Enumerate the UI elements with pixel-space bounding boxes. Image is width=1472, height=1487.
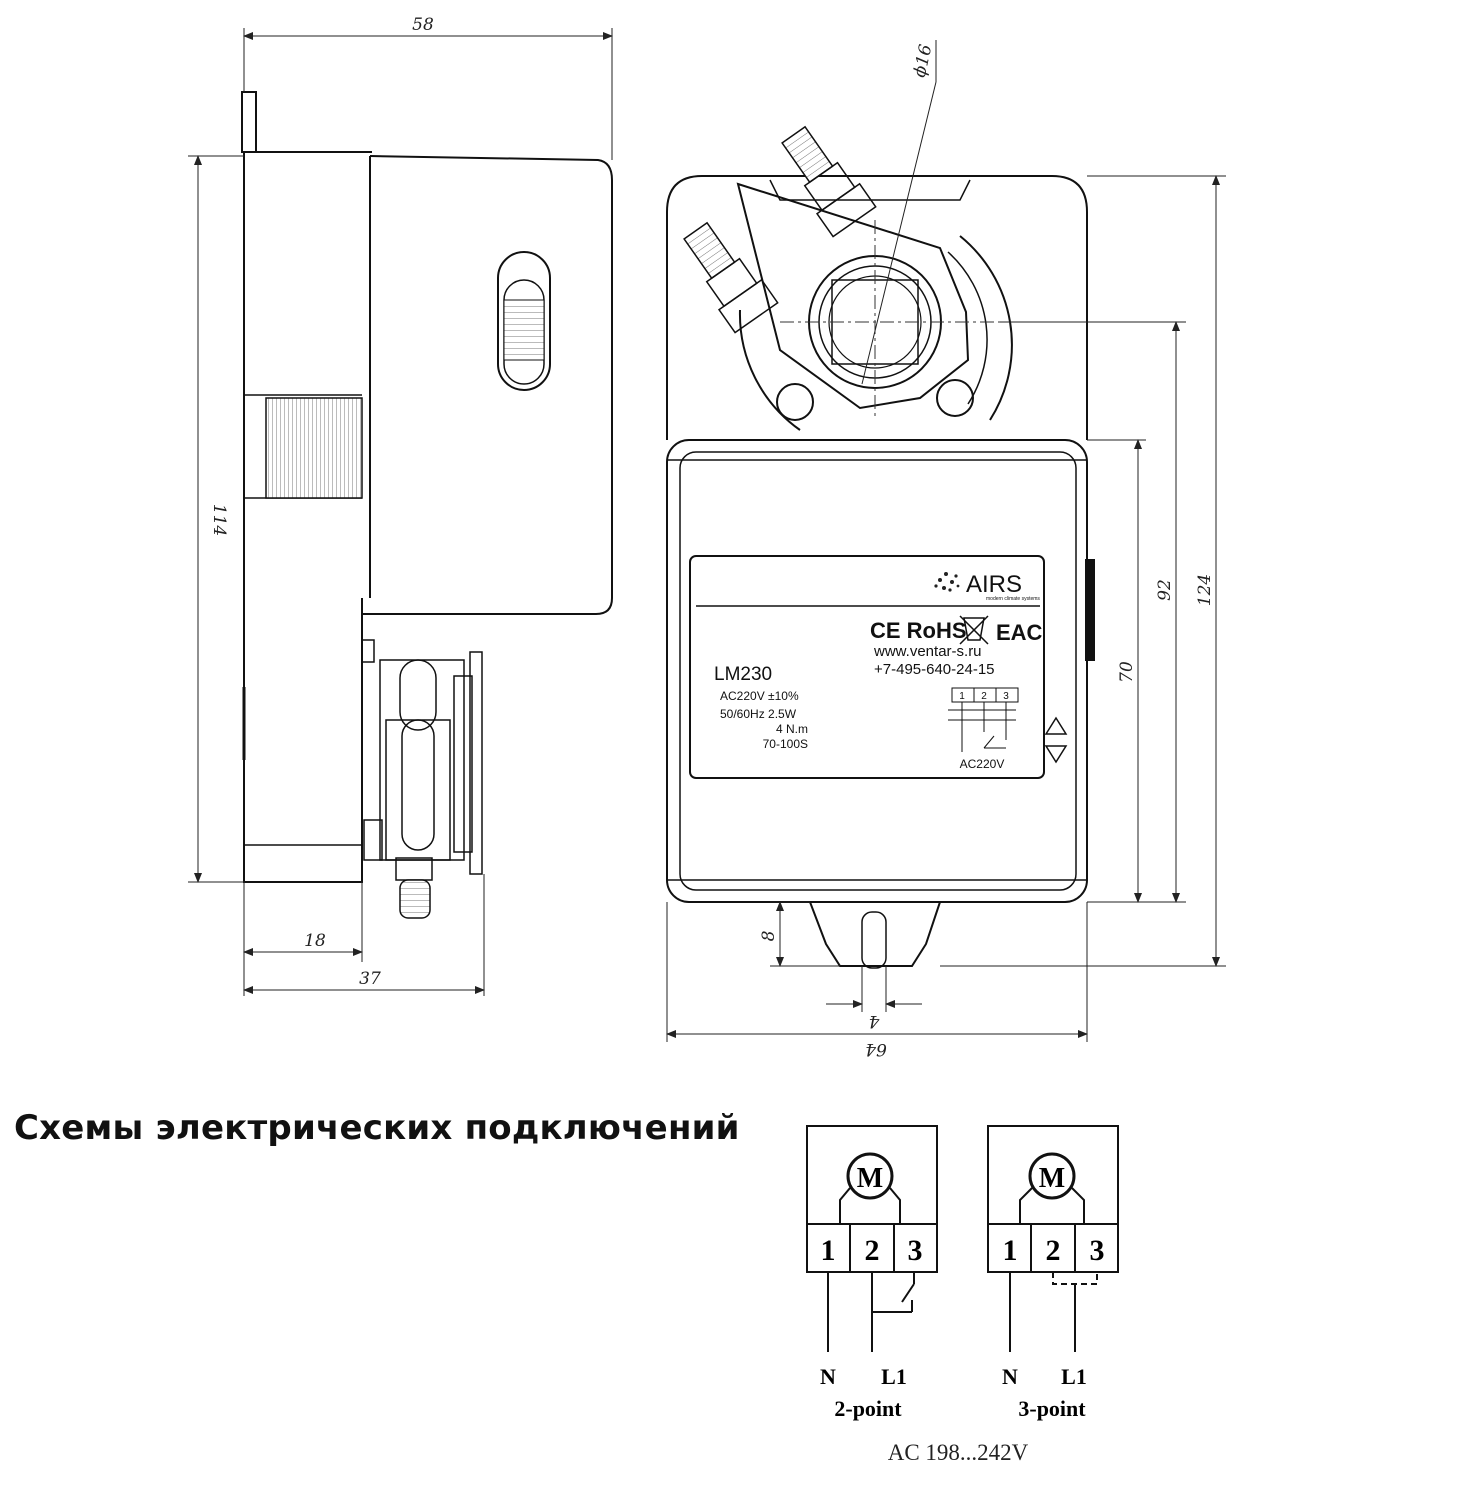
spec-torque: 4 N.m <box>776 722 808 736</box>
side-view <box>241 91 613 919</box>
side-slot <box>497 251 551 391</box>
nameplate: AIRS modern climate systems CE RoHS EAC … <box>689 555 1068 779</box>
side-ribbed-band <box>265 397 363 499</box>
dim-124: 124 <box>1195 574 1215 606</box>
terminal-3: 3 <box>908 1234 923 1267</box>
dim-70: 70 <box>1117 661 1137 683</box>
motor-label: M <box>857 1163 883 1194</box>
dim-114: 114 <box>209 504 229 536</box>
dim-8: 8 <box>759 930 779 941</box>
section-heading: Схемы электрических подключений <box>14 1108 740 1148</box>
front-bolt-top <box>781 125 877 238</box>
caption-3-point: 3-point <box>1018 1396 1086 1421</box>
terminal-2: 2 <box>865 1234 880 1267</box>
side-dimensions <box>188 28 613 996</box>
wiring-diagram-3-point: M 1 2 3 N L1 3-point <box>987 1125 1119 1421</box>
np-terminal-1: 1 <box>959 691 965 702</box>
np-supply: AC220V <box>960 757 1005 771</box>
wire-n: N <box>820 1364 836 1389</box>
front-view <box>666 125 1095 969</box>
wire-l1: L1 <box>881 1364 907 1389</box>
spec-voltage: AC220V ±10% <box>720 689 799 703</box>
wiring-diagram-2-point: M 1 2 3 N L1 2-point <box>806 1125 938 1421</box>
model-label: LM230 <box>714 664 772 685</box>
dim-37: 37 <box>359 969 381 989</box>
brand-tagline: modern climate systems <box>986 596 1040 602</box>
wire-l1: L1 <box>1061 1364 1087 1389</box>
airs-logo-dots-icon <box>934 572 960 592</box>
front-pin-right <box>936 379 974 417</box>
front-side-button <box>1085 559 1095 661</box>
phone-text: +7-495-640-24-15 <box>874 661 995 678</box>
weee-bin-icon <box>959 615 989 645</box>
terminal-3: 3 <box>1090 1234 1105 1267</box>
dim-58: 58 <box>412 15 434 35</box>
side-cover <box>361 155 613 615</box>
np-terminal-3: 3 <box>1003 691 1009 702</box>
switch-symbol <box>827 1272 915 1352</box>
front-bottom-clip <box>809 901 941 967</box>
direction-up-icon <box>1044 716 1068 735</box>
front-lower-cover <box>666 439 1088 903</box>
website-text: www.ventar-s.ru <box>873 643 982 660</box>
spec-power: 50/60Hz 2.5W <box>720 707 797 721</box>
motor-symbol-icon <box>1028 1152 1076 1200</box>
dim-64: 64 <box>865 1039 887 1059</box>
cert-marks: CE RoHS <box>870 618 967 643</box>
wire-n: N <box>1002 1364 1018 1389</box>
nameplate-wiring <box>948 687 1019 752</box>
dim-18: 18 <box>304 931 326 951</box>
front-upper-housing <box>666 175 1088 440</box>
front-pin-left <box>776 383 814 421</box>
side-base-plate <box>243 152 363 883</box>
caption-2-point: 2-point <box>834 1396 902 1421</box>
terminal-2: 2 <box>1046 1234 1061 1267</box>
changeover-switch <box>1009 1272 1098 1352</box>
dim-d16: ϕ16 <box>910 42 937 79</box>
dim-92: 92 <box>1155 579 1175 601</box>
spec-time: 70-100S <box>763 737 808 751</box>
side-shaft-assembly <box>361 639 483 919</box>
brand-logo: AIRS <box>966 571 1022 598</box>
front-dimensions <box>666 40 1226 1042</box>
dim-4: 4 <box>869 1011 881 1031</box>
front-bolt-left <box>683 221 779 334</box>
supply-voltage: AC 198...242V <box>888 1440 1029 1465</box>
motor-label: M <box>1039 1163 1065 1194</box>
centre-lines <box>780 220 1000 420</box>
terminal-1: 1 <box>821 1234 836 1267</box>
motor-symbol-icon <box>846 1152 894 1200</box>
terminal-1: 1 <box>1003 1234 1018 1267</box>
front-clamp <box>736 182 970 410</box>
direction-down-icon <box>1044 745 1068 764</box>
side-top-clip <box>241 91 257 153</box>
np-terminal-2: 2 <box>981 691 987 702</box>
eac-mark: EAC <box>996 620 1043 645</box>
